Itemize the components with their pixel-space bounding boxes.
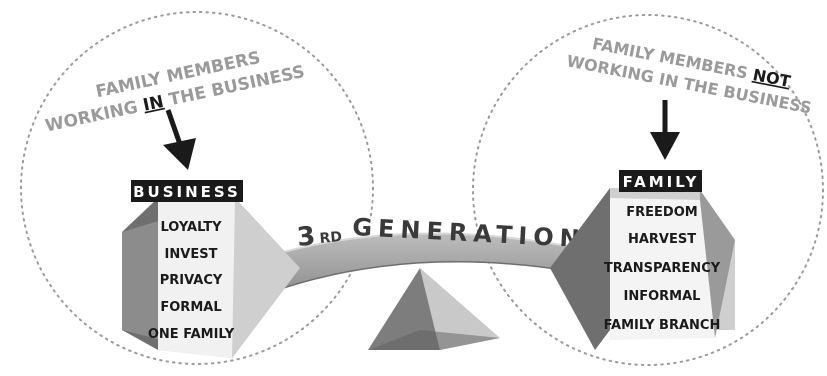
arrow-down-icon [163,109,196,170]
list-item: FORMAL [160,300,221,315]
generation-number: 3 [296,221,317,253]
left-heading-emphasis: IN [141,92,165,116]
list-item: INFORMAL [624,289,701,304]
list-item: ONE FAMILY [148,327,235,342]
arrow-down-icon [650,100,680,160]
family-values-list: FREEDOM HARVEST TRANSPARENCY INFORMAL FA… [604,205,721,333]
list-item: HARVEST [628,232,696,247]
business-tag-label: BUSINESS [133,183,241,201]
list-item: PRIVACY [160,273,223,288]
fulcrum [368,268,500,350]
business-tag [131,180,243,202]
family-tag-label: FAMILY [623,173,700,191]
generation-suffix: RD [319,229,343,247]
left-group-circle [20,11,374,365]
list-item: INVEST [165,247,218,262]
list-item: FREEDOM [626,205,697,220]
list-item: TRANSPARENCY [604,261,721,276]
right-heading: FAMILY MEMBERS NOT WORKING IN THE BUSINE… [565,34,813,118]
list-item: FAMILY BRANCH [604,318,721,333]
business-values-list: LOYALTY INVEST PRIVACY FORMAL ONE FAMILY [148,220,235,342]
list-item: LOYALTY [160,220,222,235]
family-tag [619,170,702,192]
right-group-circle [472,14,824,366]
family-block [550,188,735,350]
business-block [122,198,300,358]
